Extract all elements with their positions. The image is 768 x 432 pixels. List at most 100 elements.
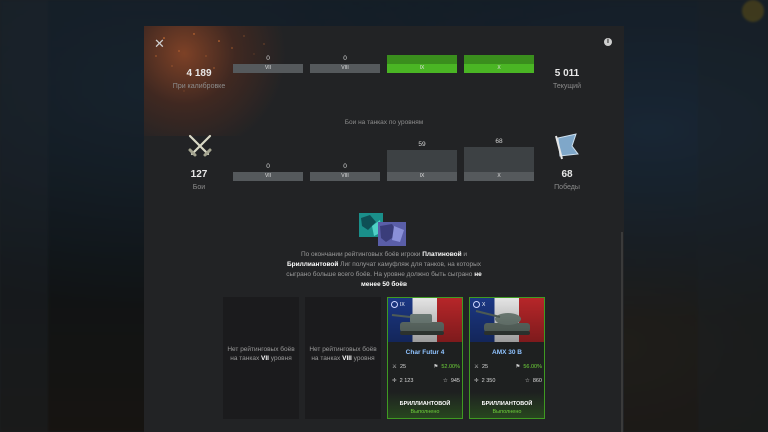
tank-image: X (470, 298, 544, 342)
tier-bar-count: 0 (343, 163, 347, 170)
current-rating: 5 011 Текущий (535, 68, 599, 91)
tank-winrate-value: 56.00% (523, 364, 542, 370)
top-bar-vii: 0 VII (233, 55, 303, 73)
empty-card-tier: VII (261, 355, 269, 362)
note-text: Лиг получат камуфляж для танков, на кото… (286, 261, 481, 278)
tier-bar-count: 0 (266, 163, 270, 170)
tank-damage: ✛2 350 (474, 378, 495, 384)
top-bar-viii: 0 VIII (310, 55, 380, 73)
background-yellow-badge (742, 0, 764, 22)
top-bar-ix: IX (387, 55, 457, 73)
tier-bar-count: 68 (495, 138, 503, 145)
close-icon[interactable]: ✕ (154, 36, 165, 51)
tank-status: Выполнено (492, 409, 522, 415)
battles-stat: 127 Бои (167, 169, 231, 192)
winrate-flag-icon: ⚑ (433, 364, 439, 370)
tank-exp-value: 860 (532, 378, 542, 384)
tank-name: AMX 30 B (492, 349, 522, 356)
empty-card-message: Нет рейтинговых боёв на танках (309, 346, 377, 362)
battles-by-tier-title: Бои на танках по уровням (344, 119, 424, 126)
background-right-panel (698, 0, 768, 432)
top-bar-tier: X (464, 64, 534, 73)
tier-bar-label: VII (233, 172, 303, 181)
victories-stat: 68 Победы (535, 169, 599, 192)
tank-exp-value: 945 (450, 378, 460, 384)
battles-label: Бои (192, 184, 206, 191)
tank-name: Char Futur 4 (405, 349, 445, 356)
note-platinum: Платиновой (422, 251, 462, 258)
empty-card-tier: VIII (342, 355, 352, 362)
calibration-rating-value: 4 189 (186, 68, 212, 79)
tank-silhouette-icon (391, 314, 444, 335)
tank-image-shade (470, 298, 544, 342)
tank-battles: ⚔25 (474, 364, 488, 370)
tier-emblem-icon (473, 301, 480, 308)
tank-battles-value: 25 (481, 364, 489, 370)
tank-damage-value: 2 123 (399, 378, 414, 384)
note-diamond: Бриллиантовой (286, 261, 339, 268)
tier-bar-fill (464, 147, 534, 172)
calibration-rating: 4 189 При калибровке (167, 68, 231, 91)
tank-image: IX (388, 298, 462, 342)
empty-card-message: Нет рейтинговых боёв на танках (227, 346, 295, 362)
note-text: По окончании рейтинговых боёв игроки (300, 251, 423, 258)
tank-winrate-value: 52.00% (441, 364, 460, 370)
tier-card-vii-empty: Нет рейтинговых боёв на танках VII уровн… (223, 297, 299, 419)
fire-glow-decoration (144, 26, 304, 136)
top-bar-fill (387, 55, 457, 64)
note-text: и (461, 251, 468, 258)
tank-exp: ☆945 (443, 378, 460, 384)
tank-damage: ✛2 123 (392, 378, 413, 384)
empty-card-text: Нет рейтинговых боёв на танках VIII уров… (305, 345, 381, 363)
background-sidebar (0, 0, 48, 432)
tank-stats-row-1: ⚔25 ⚑56.00% (474, 364, 542, 370)
empty-card-suffix: уровня (268, 355, 292, 362)
tank-stats-row-1: ⚔25 ⚑52.00% (392, 364, 460, 370)
top-bar-count: 0 (266, 55, 270, 62)
tank-tier-badge: X (473, 301, 485, 308)
winrate-flag-icon: ⚑ (515, 364, 521, 370)
tier-card-viii-empty: Нет рейтинговых боёв на танках VIII уров… (305, 297, 381, 419)
tank-silhouette-icon (475, 310, 530, 335)
damage-icon: ✛ (392, 378, 397, 384)
tank-battles: ⚔25 (392, 364, 406, 370)
camouflage-icon (359, 213, 406, 246)
current-rating-label: Текущий (553, 83, 581, 90)
scrollbar[interactable] (621, 232, 623, 432)
crossed-swords-icon (188, 134, 212, 157)
star-icon: ☆ (442, 378, 448, 384)
tier-bar-fill (387, 150, 457, 172)
calibration-rating-label: При калибровке (172, 83, 226, 90)
tank-damage-value: 2 350 (481, 378, 496, 384)
tank-card-amx-30-b[interactable]: X AMX 30 B ⚔25 ⚑56.00% ✛2 350 ☆860 БРИЛЛ… (469, 297, 545, 419)
top-bar-count: 0 (343, 55, 347, 62)
tank-tier: X (482, 301, 486, 308)
tank-card-char-futur-4[interactable]: IX Char Futur 4 ⚔25 ⚑52.00% ✛2 123 ☆945 … (387, 297, 463, 419)
empty-card-text: Нет рейтинговых боёв на танках VII уровн… (223, 345, 299, 363)
tier-bar-count: 59 (418, 141, 426, 148)
crossed-swords-icon: ⚔ (392, 364, 397, 370)
tier-bar-label: VIII (310, 172, 380, 181)
top-bar-tier: IX (387, 64, 457, 73)
tank-status: Выполнено (410, 409, 440, 415)
info-icon[interactable]: i (604, 38, 612, 46)
tank-image-shade (388, 298, 462, 342)
sparks-decoration (155, 33, 265, 92)
camouflage-reward-note: По окончании рейтинговых боёв игроки Пла… (284, 250, 484, 290)
tank-league: БРИЛЛИАНТОВОЙ (481, 401, 533, 407)
star-icon: ☆ (524, 378, 530, 384)
tier-bar-label: X (464, 172, 534, 181)
tank-stats-row-2: ✛2 350 ☆860 (474, 378, 542, 384)
top-bar-fill (464, 55, 534, 64)
battles-value: 127 (190, 169, 208, 180)
top-bar-tier: VIII (310, 64, 380, 73)
crossed-swords-icon: ⚔ (474, 364, 479, 370)
empty-card-suffix: уровня (351, 355, 375, 362)
tank-exp: ☆860 (525, 378, 542, 384)
completed-glow (470, 392, 544, 418)
victory-flag-icon (555, 133, 579, 160)
